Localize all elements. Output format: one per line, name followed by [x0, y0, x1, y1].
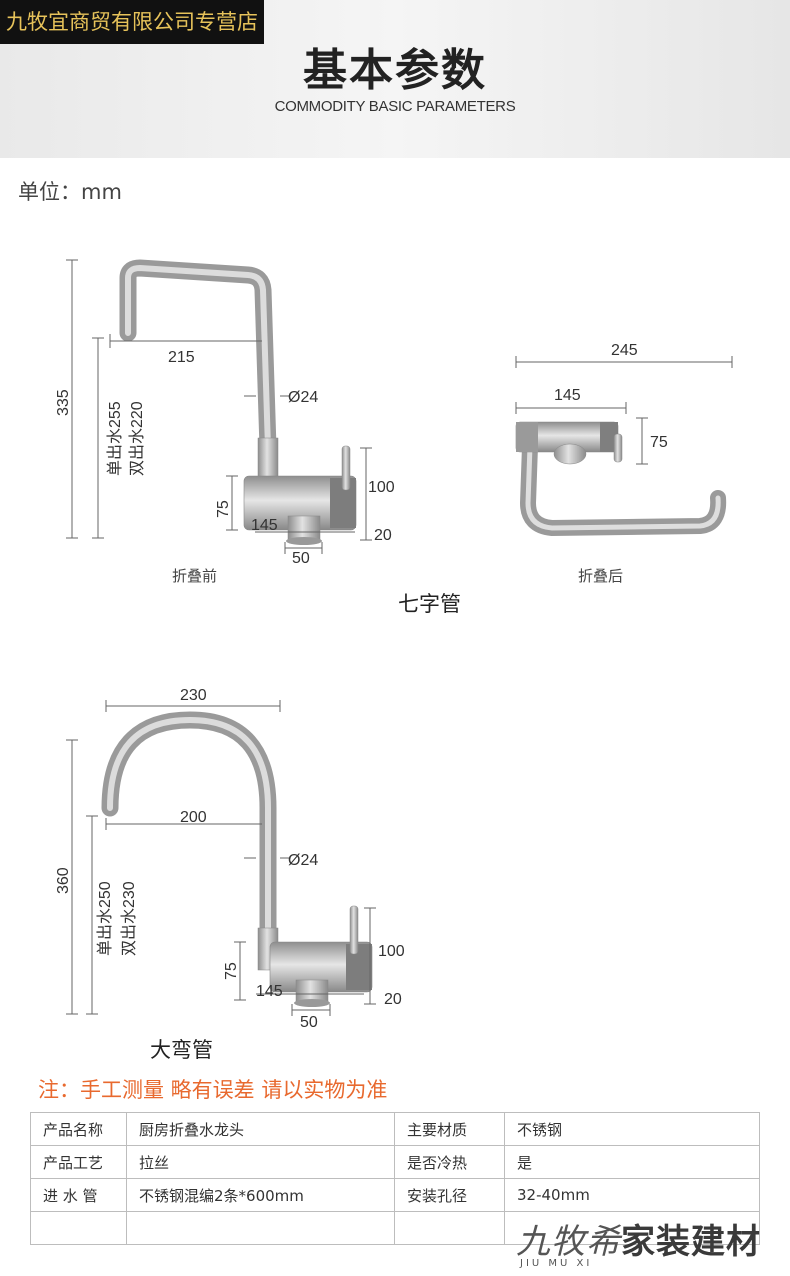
- parameter-table: 产品名称 厨房折叠水龙头 主要材质 不锈钢 产品工艺 拉丝 是否冷热 是 进 水…: [30, 1112, 760, 1245]
- dim-big-diameter: Ø24: [288, 852, 318, 869]
- brand-wordmark: 九牧希家装建材: [516, 1214, 761, 1263]
- param-value: 拉丝: [126, 1145, 395, 1179]
- dim-seven-base-right: 20: [374, 527, 392, 544]
- dim-folded-body: 145: [554, 387, 581, 404]
- brand-name: 家装建材: [621, 1222, 761, 1262]
- param-value: [504, 1211, 760, 1245]
- page-title: 基本参数: [303, 45, 487, 96]
- model-name-big: 大弯管: [150, 1038, 213, 1062]
- dim-big-outlet-double: 双出水230: [120, 881, 138, 956]
- dim-big-total-right: 100: [378, 943, 405, 960]
- dim-seven-total-right: 100: [368, 479, 395, 496]
- dim-big-base: 50: [300, 1014, 318, 1031]
- model-name-seven: 七字管: [398, 592, 461, 616]
- dim-big-height: 360: [55, 867, 72, 894]
- caption-before-fold: 折叠前: [172, 567, 218, 585]
- brand-romanization: JIU MU XI: [520, 1258, 593, 1269]
- caption-after-fold: 折叠后: [578, 567, 624, 585]
- dim-big-body-height: 75: [223, 962, 240, 980]
- param-label: 主要材质: [394, 1112, 505, 1146]
- dim-seven-body-height: 75: [215, 500, 232, 518]
- param-value: 厨房折叠水龙头: [126, 1112, 395, 1146]
- param-label: 是否冷热: [394, 1145, 505, 1179]
- table-row: [30, 1211, 760, 1245]
- dim-seven-reach: 215: [168, 349, 195, 366]
- table-row: 进 水 管 不锈钢混编2条*600mm 安装孔径 32-40mm: [30, 1178, 760, 1212]
- dim-big-width: 230: [180, 687, 207, 704]
- dim-seven-outlet-single: 单出水255: [106, 401, 124, 476]
- dim-seven-body-length: 145: [251, 517, 278, 534]
- param-label: 产品工艺: [30, 1145, 127, 1179]
- faucet-big-curve: [101, 711, 373, 1007]
- measurement-notice: 注：手工测量 略有误差 请以实物为准: [38, 1078, 388, 1102]
- param-value: 不锈钢: [504, 1112, 760, 1146]
- dim-big-base-right: 20: [384, 991, 402, 1008]
- param-label: 安装孔径: [394, 1178, 505, 1212]
- dimension-lines-seven: [66, 259, 372, 554]
- table-row: 产品名称 厨房折叠水龙头 主要材质 不锈钢: [30, 1112, 760, 1146]
- brand-logo: 九牧希家装建材 JIU MU XI: [516, 1214, 790, 1276]
- param-value: 不锈钢混编2条*600mm: [126, 1178, 395, 1212]
- dim-folded-height: 75: [650, 434, 668, 451]
- store-name[interactable]: 九牧宜商贸有限公司专营店: [0, 0, 264, 44]
- dimension-lines-folded: [515, 356, 733, 465]
- dim-seven-height: 335: [55, 389, 72, 416]
- dimension-drawing: 335 单出水255 双出水220 215 Ø24 75 100 20 145 …: [55, 259, 733, 1031]
- param-label: [30, 1211, 127, 1245]
- page-subtitle: COMMODITY BASIC PARAMETERS: [274, 98, 516, 115]
- dim-folded-width: 245: [611, 342, 638, 359]
- dimension-lines-big: [66, 700, 376, 1016]
- dim-seven-outlet-double: 双出水220: [128, 401, 146, 476]
- brand-mark: 希: [586, 1222, 621, 1262]
- unit-label: 单位：mm: [18, 180, 122, 204]
- dim-seven-diameter: Ø24: [288, 389, 318, 406]
- param-value: 32-40mm: [504, 1178, 760, 1212]
- dim-big-body-length: 145: [256, 983, 283, 1000]
- param-value: 是: [504, 1145, 760, 1179]
- param-value: [126, 1211, 395, 1245]
- dim-big-outlet-single: 单出水250: [96, 881, 114, 956]
- dim-big-reach: 200: [180, 809, 207, 826]
- header-banner: 九牧宜商贸有限公司专营店 基本参数 COMMODITY BASIC PARAME…: [0, 0, 790, 158]
- dim-seven-base: 50: [292, 550, 310, 567]
- param-label: 进 水 管: [30, 1178, 127, 1212]
- faucet-seven-unfolded: [119, 259, 357, 545]
- table-row: 产品工艺 拉丝 是否冷热 是: [30, 1145, 760, 1179]
- faucet-seven-folded: [515, 421, 727, 537]
- param-label: 产品名称: [30, 1112, 127, 1146]
- param-label: [394, 1211, 505, 1245]
- brand-script: 九牧: [516, 1222, 586, 1262]
